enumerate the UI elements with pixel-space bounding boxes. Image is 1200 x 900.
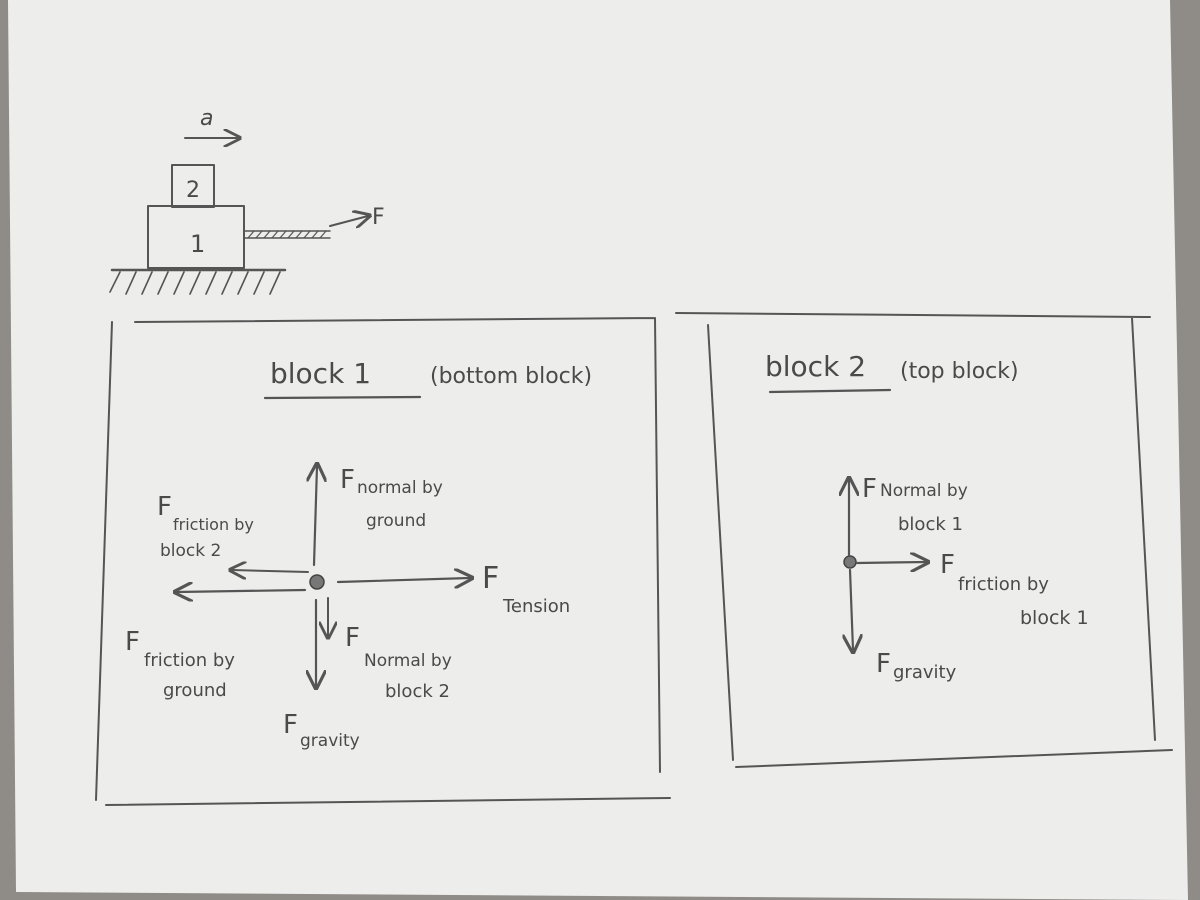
block-2-number: 2 (186, 178, 200, 203)
block2-subtitle: (top block) (900, 359, 1019, 384)
block1-title: block 1 (270, 357, 371, 390)
block-1-sketch (147, 205, 245, 269)
label-sub: friction by (173, 515, 254, 534)
label-sub2: block 2 (385, 681, 450, 702)
label-sub2: ground (163, 680, 227, 701)
block1-friction-block2-label: F friction by block 2 (157, 492, 254, 561)
block2-normal-label: F Normal by block 1 (862, 474, 968, 535)
label-sub: Normal by (364, 651, 452, 671)
block2-panel-frame (675, 312, 1173, 768)
label-sub2: ground (366, 511, 426, 531)
setup-sketch: a 2 1 F (109, 106, 385, 295)
ground-hatch (109, 271, 281, 295)
label-sub: Normal by (880, 481, 968, 501)
accel-label: a (200, 106, 213, 131)
label-sub: friction by (958, 574, 1049, 595)
label-main: F (345, 623, 360, 653)
block-1-number: 1 (190, 230, 205, 258)
block1-body-dot (309, 574, 325, 590)
block1-subtitle: (bottom block) (430, 364, 592, 389)
block1-title-underline (263, 395, 422, 400)
block1-gravity-label: F gravity (283, 710, 360, 751)
label-sub: gravity (300, 731, 360, 751)
block2-panel: block 2 (top block) F Normal by block 1 … (675, 312, 1173, 768)
block1-tension-arrow (336, 578, 470, 582)
label-sub: friction by (144, 650, 235, 671)
block2-friction-label: F friction by block 1 (940, 550, 1089, 629)
block1-panel: block 1 (bottom block) F normal by groun… (95, 317, 671, 806)
label-main: F (940, 550, 955, 580)
block1-friction-block2-arrow (232, 570, 309, 572)
block2-gravity-arrow (850, 568, 853, 650)
label-main: F (876, 649, 891, 679)
block1-normal-block2-label: F Normal by block 2 (345, 623, 452, 702)
rope (243, 230, 331, 239)
label-main: F (283, 710, 298, 740)
block2-gravity-label: F gravity (876, 649, 957, 683)
block1-normal-ground-arrow (314, 466, 317, 567)
force-label: F (372, 205, 385, 230)
block2-title: block 2 (765, 350, 866, 383)
label-main: F (125, 627, 140, 657)
label-sub2: block 1 (1020, 607, 1089, 629)
label-sub: Tension (502, 596, 570, 617)
force-arrow (329, 216, 368, 226)
block2-friction-arrow (855, 562, 926, 563)
block1-tension-label: F Tension (482, 561, 570, 617)
paper-sheet (8, 0, 1188, 900)
block1-friction-ground-label: F friction by ground (125, 627, 235, 701)
label-main: F (862, 474, 877, 504)
label-sub: normal by (357, 478, 443, 498)
label-main: F (482, 561, 499, 596)
block2-body-dot (843, 555, 857, 569)
block2-title-underline (768, 388, 892, 394)
label-sub: gravity (893, 662, 957, 683)
block1-normal-ground-label: F normal by ground (340, 465, 443, 531)
label-main: F (340, 465, 355, 495)
label-sub2: block 1 (898, 514, 963, 535)
label-main: F (157, 492, 172, 522)
label-sub2: block 2 (160, 541, 221, 561)
block1-friction-ground-arrow (177, 590, 307, 592)
block1-panel-frame (95, 317, 671, 806)
